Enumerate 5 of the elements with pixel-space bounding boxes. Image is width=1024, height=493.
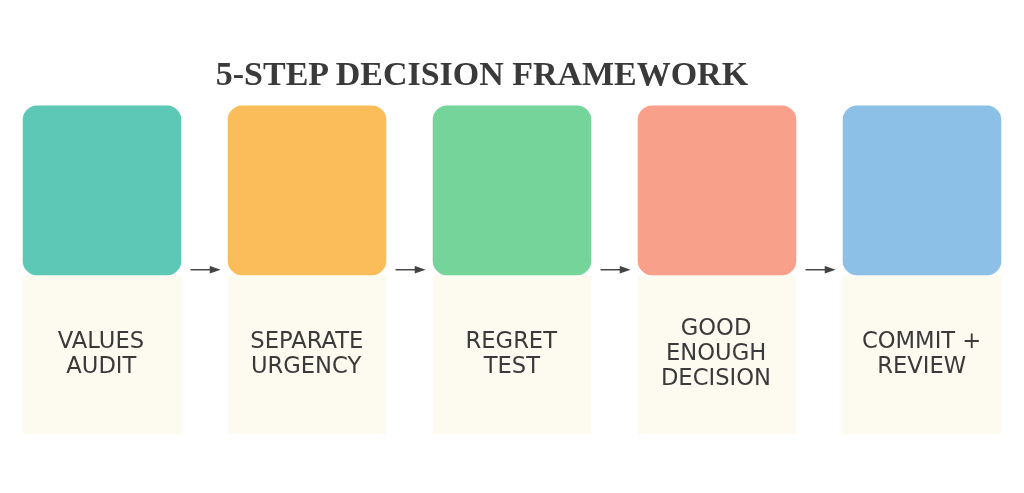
diagram-title: 5-STEP DECISION FRAMEWORK	[215, 55, 749, 93]
arrow	[804, 265, 836, 274]
arrow	[599, 265, 631, 274]
arrow	[189, 265, 221, 274]
arrow	[394, 265, 426, 274]
